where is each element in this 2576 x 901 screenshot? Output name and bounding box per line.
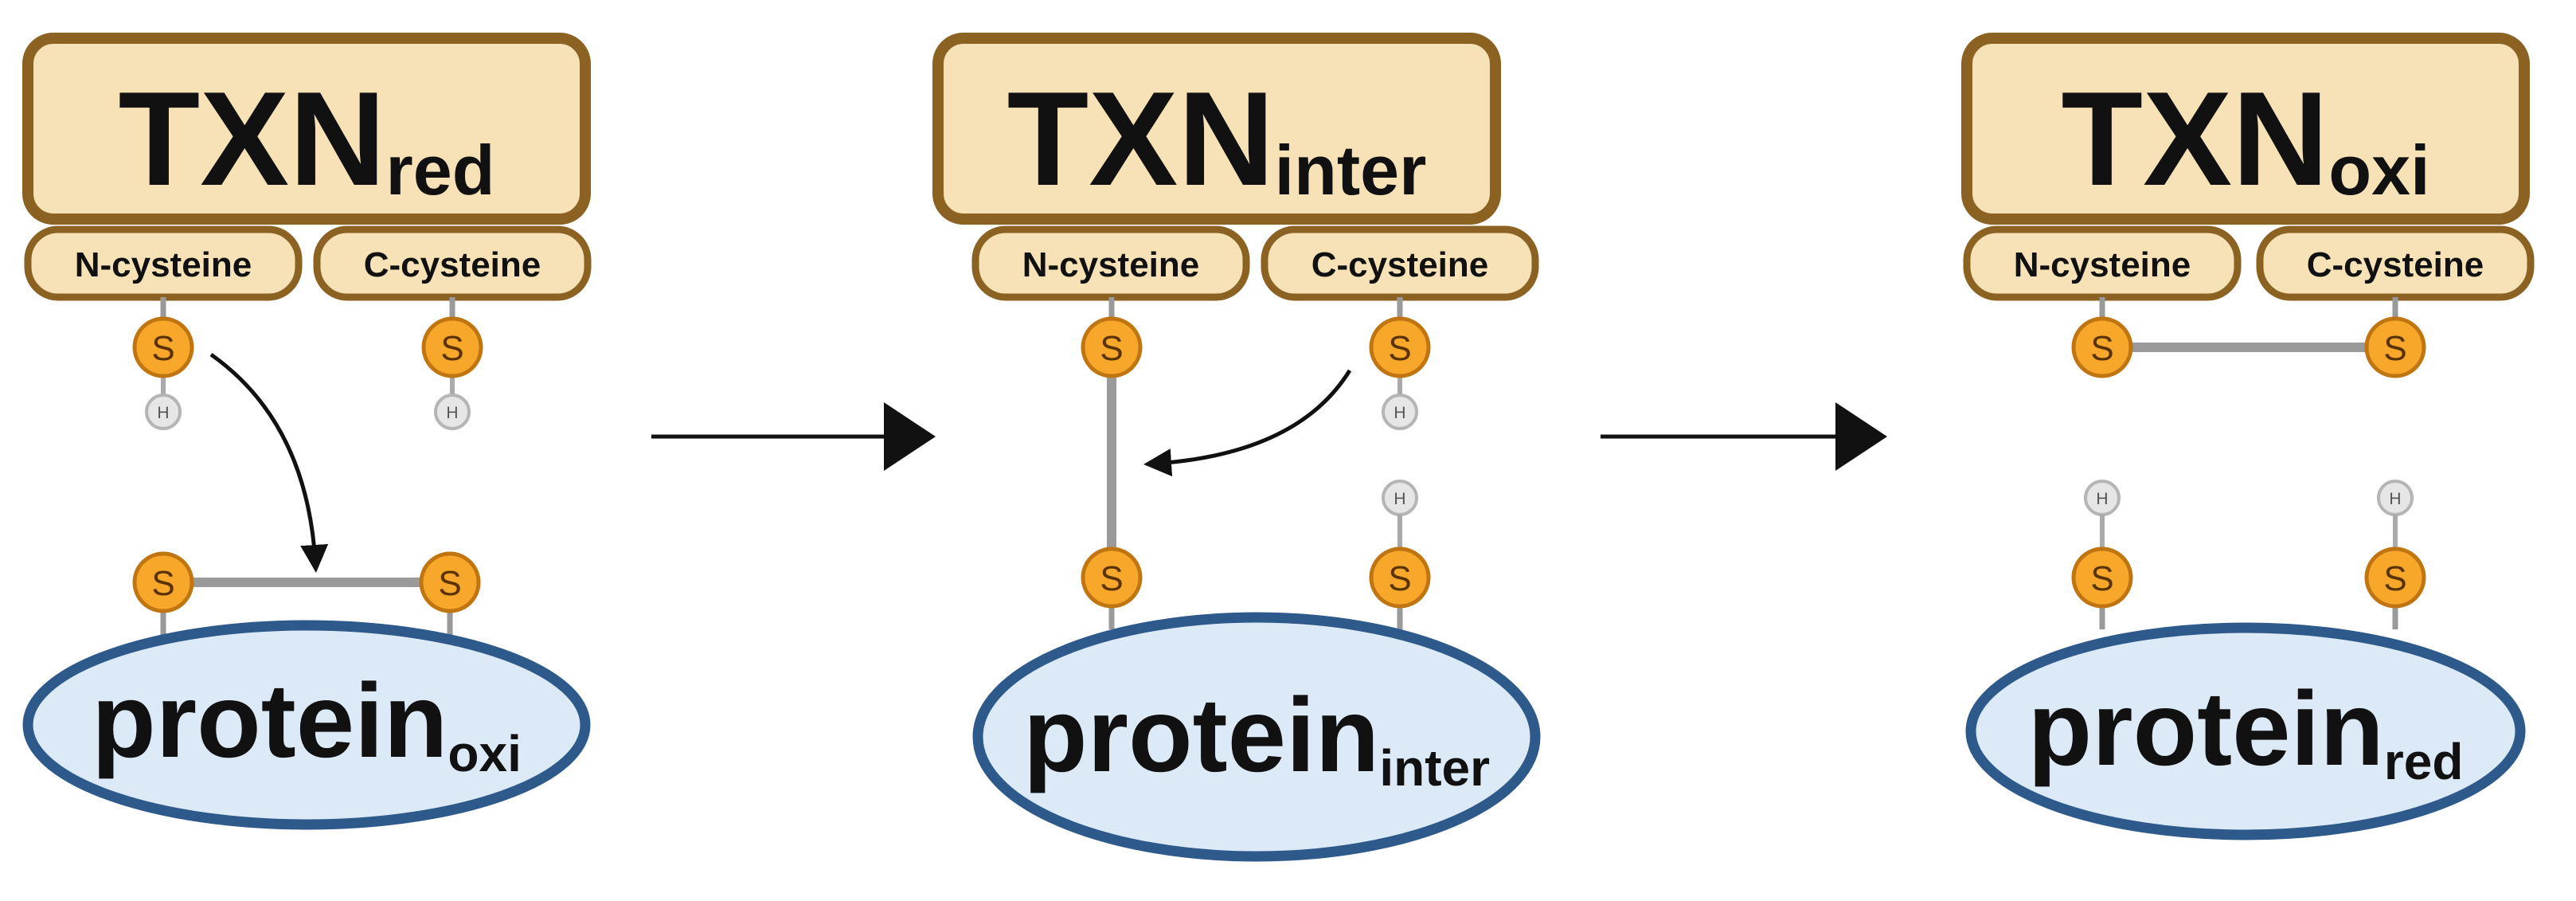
sulfur-atom: S	[2364, 546, 2426, 609]
curved-attack-arrow	[209, 352, 329, 573]
svg-text:H: H	[1394, 490, 1405, 508]
hydrogen-atom: H	[2084, 480, 2121, 516]
n-cysteine-label: N-cysteine	[75, 245, 252, 284]
svg-text:S: S	[1388, 329, 1411, 368]
svg-text:H: H	[1394, 404, 1405, 422]
svg-text:S: S	[1100, 559, 1123, 598]
n-cysteine-label: N-cysteine	[1022, 245, 1200, 284]
txn-title-oxidized: TXNoxi	[2061, 64, 2429, 213]
sulfur-atom: S	[132, 316, 194, 378]
sulfur-atom: S	[419, 551, 481, 613]
stage-2: TXNinter N-cysteine C-cysteine S S H H	[932, 33, 1541, 862]
sulfur-atom: S	[2364, 316, 2426, 378]
protein-oxidized	[22, 620, 591, 830]
svg-text:S: S	[440, 329, 463, 368]
hydrogen-atom: H	[434, 394, 471, 430]
curved-attack-arrow	[1143, 369, 1352, 477]
c-cysteine-label: C-cysteine	[1311, 245, 1489, 284]
sulfur-atom: S	[1081, 316, 1143, 378]
c-cysteine-label: C-cysteine	[2307, 245, 2484, 284]
hydrogen-atom: H	[1382, 480, 1418, 516]
svg-text:S: S	[1100, 329, 1123, 368]
txn-box-oxidized	[1961, 33, 2530, 225]
txn-title-reduced: TXNred	[119, 64, 495, 213]
svg-text:S: S	[2383, 559, 2406, 598]
svg-text:S: S	[2090, 329, 2113, 368]
txn-box-intermediate	[932, 33, 1501, 225]
svg-text:S: S	[2383, 329, 2406, 368]
n-cysteine-label: N-cysteine	[2014, 245, 2191, 284]
sulfur-atom: S	[132, 551, 194, 613]
svg-text:S: S	[151, 329, 174, 368]
sulfur-atom: S	[2071, 546, 2133, 609]
c-cysteine-label: C-cysteine	[364, 245, 541, 284]
sulfur-atom: S	[1369, 546, 1431, 609]
svg-text:H: H	[2389, 490, 2401, 508]
reaction-arrowhead-2	[1835, 402, 1887, 471]
txn-title-intermediate: TXNinter	[1007, 64, 1427, 213]
protein-oxidized-label: proteinoxi	[92, 662, 522, 782]
sulfur-atom: S	[1369, 316, 1431, 378]
protein-intermediate	[972, 612, 1541, 862]
svg-text:H: H	[2096, 490, 2108, 508]
reaction-arrowhead-1	[884, 402, 936, 471]
protein-intermediate-label: proteininter	[1023, 676, 1490, 797]
hydrogen-atom: H	[145, 394, 182, 430]
svg-text:S: S	[151, 564, 174, 603]
svg-text:H: H	[157, 404, 169, 422]
protein-reduced-label: proteinred	[2028, 670, 2464, 790]
sulfur-atom: S	[1081, 546, 1143, 609]
sulfur-atom: S	[2071, 316, 2133, 378]
svg-text:H: H	[446, 404, 458, 422]
hydrogen-atom: H	[1382, 394, 1418, 430]
txn-box-reduced	[22, 33, 591, 225]
svg-text:S: S	[438, 564, 461, 603]
hydrogen-atom: H	[2377, 480, 2414, 516]
svg-text:S: S	[1388, 559, 1411, 598]
protein-reduced	[1965, 622, 2526, 840]
sulfur-atom: S	[421, 316, 483, 378]
stage-1: TXNred N-cysteine C-cysteine S S H H	[22, 33, 592, 830]
svg-text:S: S	[2090, 559, 2113, 598]
stage-3: TXNoxi N-cysteine C-cysteine S S H H	[1961, 33, 2535, 840]
